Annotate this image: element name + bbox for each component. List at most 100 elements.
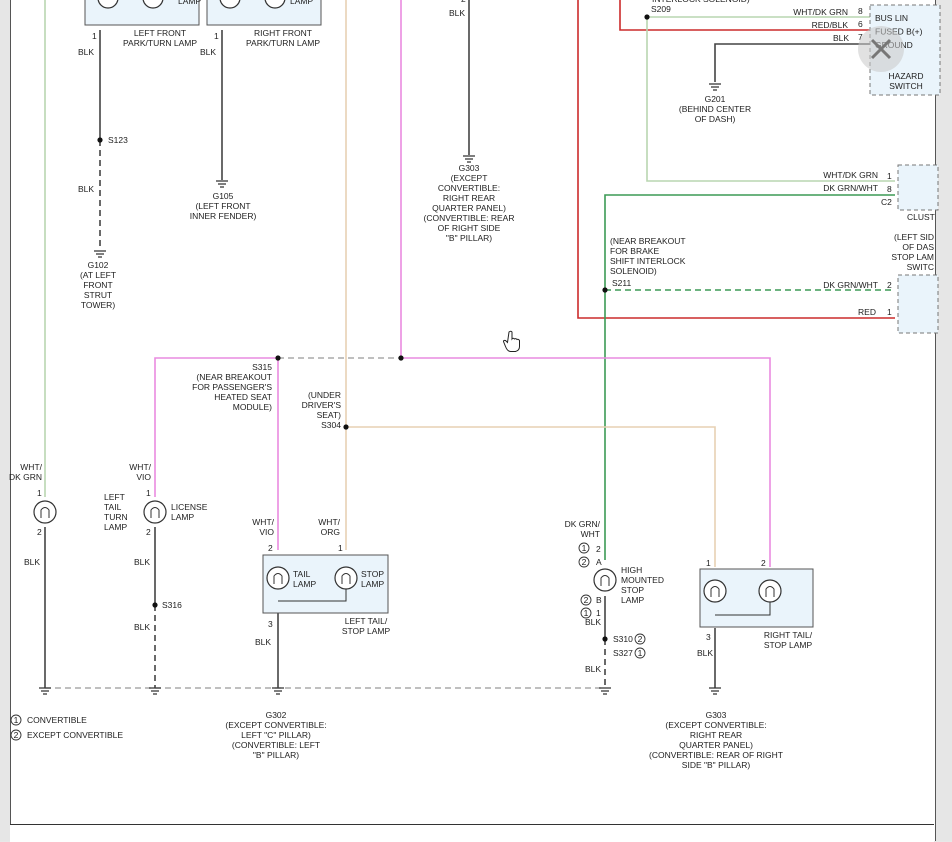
label-right-tail-stop-1: STOP LAMP (764, 640, 813, 650)
label-g201-2: OF DASH) (695, 114, 736, 124)
hand-pointer-icon (503, 330, 520, 352)
label-right-tail-stop-0: RIGHT TAIL/ (764, 630, 813, 640)
label-dk-grn-wht-hm-0: DK GRN/ (565, 519, 601, 529)
label-pins-hz-1: 6 (858, 19, 863, 29)
label-stop-switch-pins-0: 2 (887, 280, 892, 290)
label-left-tail-turn-0: LEFT (104, 492, 125, 502)
label-wire-wht-dk-grn-cluster: WHT/DK GRN (823, 170, 878, 180)
label-wire-wht-dk-grn-top: WHT/DK GRN (793, 7, 848, 17)
label-pin-0: 1 (37, 488, 42, 498)
label-circled-num-7: 1 (638, 648, 643, 658)
label-g303-bottom-1: (EXCEPT CONVERTIBLE: (665, 720, 766, 730)
label-circled-num-1: 2 (14, 730, 19, 740)
label-stop-switch-1: OF DAS (902, 242, 934, 252)
label-pin-1: 2 (37, 527, 42, 537)
wire-dk-grn-wht (604, 194, 895, 560)
wire-red-blk (619, 0, 895, 31)
label-s304-1: DRIVER'S (302, 400, 342, 410)
label-hm-pins-bottom-0: B (596, 595, 602, 605)
label-blk-2: BLK (78, 184, 94, 194)
label-blk-11: BLK (697, 648, 713, 658)
label-left-front-lamp-0: LEFT FRONT (134, 28, 186, 38)
label-s209: S209 (651, 4, 671, 14)
label-pin-8: 2 (761, 558, 766, 568)
label-g302-3: (CONVERTIBLE: LEFT (232, 740, 320, 750)
label-left-tail-turn-3: LAMP (104, 522, 127, 532)
label-high-mounted-0: HIGH (621, 565, 642, 575)
label-s211: S211 (612, 278, 631, 288)
label-pin-7: 1 (706, 558, 711, 568)
label-left-tail-stop-1: STOP LAMP (342, 626, 391, 636)
label-s304-2: SEAT) (317, 410, 342, 420)
label-g303-bottom-5: SIDE "B" PILLAR) (682, 760, 751, 770)
label-left-tail-turn-2: TURN (104, 512, 128, 522)
label-g303-bottom-4: (CONVERTIBLE: REAR OF RIGHT (649, 750, 783, 760)
label-wht-org-stop-0: WHT/ (318, 517, 340, 527)
label-g105-1: (LEFT FRONT (195, 201, 250, 211)
label-stop-lamp-0: STOP (361, 569, 384, 579)
label-hm-pins-top-0: 2 (596, 544, 601, 554)
label-g102-1: (AT LEFT (80, 270, 116, 280)
label-stop-switch-3: SWITC (907, 262, 934, 272)
bulb-filaments (40, 507, 775, 597)
label-circled-num-5: 1 (584, 608, 589, 618)
circled-markers (10, 542, 646, 741)
label-cluster-pins-1: 8 (887, 184, 892, 194)
ground-symbols (39, 83, 721, 695)
label-hm-pins-bottom-1: 1 (596, 608, 601, 618)
label-g303-pin: 2 (461, 0, 466, 4)
label-g201-1: (BEHIND CENTER (679, 104, 751, 114)
cluster-box (897, 164, 939, 211)
label-hazard-switch-1: SWITCH (889, 81, 923, 91)
label-s123: S123 (108, 135, 128, 145)
label-wht-dk-grn-left-0: WHT/ (20, 462, 42, 472)
label-stop-switch-2: STOP LAM (891, 252, 934, 262)
label-wht-vio-left-1: VIO (136, 472, 151, 482)
label-wht-vio-tail-0: WHT/ (252, 517, 274, 527)
label-wire-red-blk: RED/BLK (812, 20, 849, 30)
label-left-front-lamp-1: PARK/TURN LAMP (123, 38, 197, 48)
label-brake-note-3: SOLENOID) (610, 266, 657, 276)
label-tail-lamp-1: LAMP (293, 579, 316, 589)
label-g105-2: INNER FENDER) (190, 211, 257, 221)
label-g303-top-6: OF RIGHT SIDE (438, 223, 501, 233)
label-g303-top-0: G303 (459, 163, 480, 173)
label-s315-1: (NEAR BREAKOUT (196, 372, 272, 382)
label-g102-2: FRONT (83, 280, 112, 290)
label-high-mounted-2: STOP (621, 585, 644, 595)
label-hazard-switch-0: HAZARD (889, 71, 924, 81)
label-clust: CLUST (907, 212, 935, 222)
label-g303-top-2: CONVERTIBLE: (438, 183, 500, 193)
label-high-mounted-1: MOUNTED (621, 575, 664, 585)
label-g302-0: G302 (266, 710, 287, 720)
label-lamp-top-right: LAMP (290, 0, 313, 6)
label-pin-3: 2 (146, 527, 151, 537)
close-icon (870, 38, 892, 60)
wiring-diagram-page (10, 0, 936, 841)
legend-text-0: CONVERTIBLE (27, 715, 87, 725)
label-brake-note-1: FOR BRAKE (610, 246, 659, 256)
label-s304-3: S304 (321, 420, 341, 430)
label-wht-org-stop-1: ORG (321, 527, 340, 537)
label-hm-pins-top-1: A (596, 557, 602, 567)
label-cluster-pins-0: 1 (887, 171, 892, 181)
wire-wht-vio-right (401, 357, 771, 567)
wire-blk-g201 (714, 43, 895, 82)
label-brake-note-0: (NEAR BREAKOUT (610, 236, 686, 246)
label-blk-8: BLK (255, 637, 271, 647)
label-circled-num-0: 1 (14, 715, 19, 725)
label-pin-2: 1 (146, 488, 151, 498)
wire-red (577, 0, 895, 319)
label-right-front-lamp-0: RIGHT FRONT (254, 28, 312, 38)
label-g303-top-5: (CONVERTIBLE: REAR (423, 213, 514, 223)
label-g303-top-1: (EXCEPT (451, 173, 488, 183)
label-blk-1: BLK (200, 47, 216, 57)
label-g105-0: G105 (213, 191, 234, 201)
viewer-bottom-bar (10, 824, 934, 842)
label-g303-top-7: "B" PILLAR) (446, 233, 492, 243)
close-button[interactable] (858, 26, 904, 72)
label-pin1-lf: 1 (92, 31, 97, 41)
label-circled-num-2: 1 (582, 543, 587, 553)
